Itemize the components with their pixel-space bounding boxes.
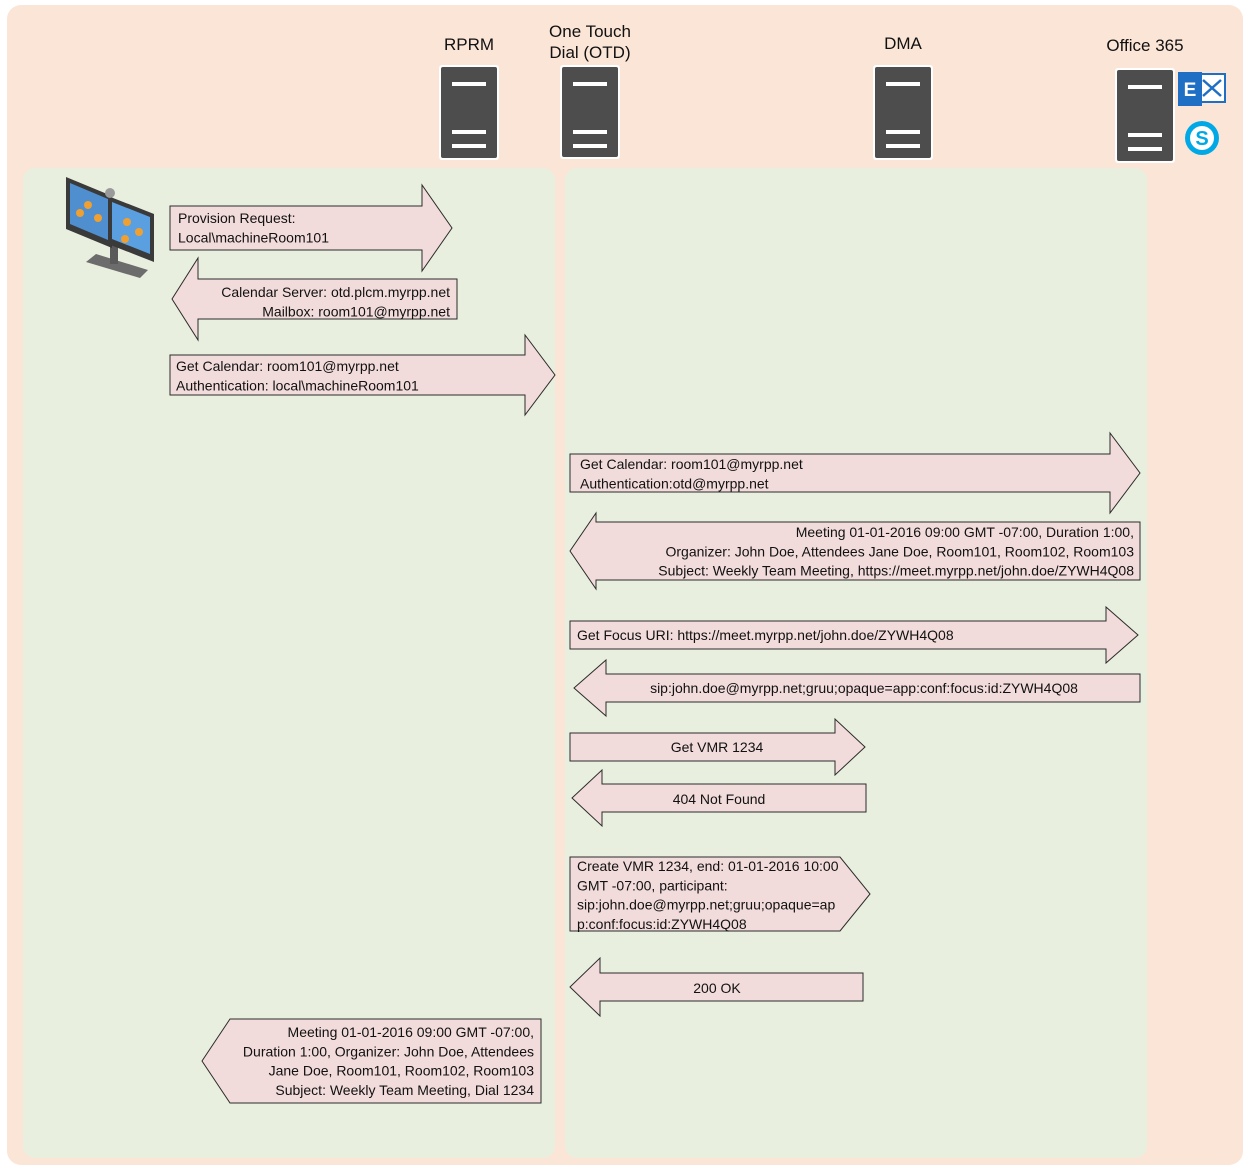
arrow-left-shape <box>201 1018 542 1104</box>
message-arrow: Meeting 01-01-2016 09:00 GMT -07:00, Dura… <box>201 1018 542 1104</box>
arrow-label-line: Mailbox: room101@myrpp.net <box>262 303 450 319</box>
arrow-label-line: Get Focus URI: https://meet.myrpp.net/jo… <box>577 627 954 643</box>
arrow-left-shape <box>573 658 1141 718</box>
arrow-label-line: Create VMR 1234, end: 01-01-2016 10:00 <box>577 858 839 874</box>
server-slot <box>886 130 920 134</box>
arrow-label-line: Get Calendar: room101@myrpp.net <box>580 456 803 472</box>
arrow-label-line: Get VMR 1234 <box>671 739 764 755</box>
server-label: One Touch <box>549 22 631 41</box>
arrow-right-shape <box>569 605 1139 665</box>
message-arrow: Create VMR 1234, end: 01-01-2016 10:00GM… <box>569 856 871 932</box>
server-label: DMA <box>884 34 922 53</box>
message-arrow: Provision Request: Local\machineRoom101 <box>169 183 453 273</box>
arrow-right-shape <box>169 183 453 273</box>
message-arrow: 404 Not Found <box>571 768 867 828</box>
exchange-letter: E <box>1184 80 1197 101</box>
exchange-icon: E <box>1178 72 1226 106</box>
endpoint-rprm-panel <box>23 168 555 1158</box>
server-icon <box>562 67 618 157</box>
arrow-label-line: sip:john.doe@myrpp.net;gruu;opaque=app:c… <box>650 680 1078 696</box>
server-slot <box>1128 85 1162 89</box>
arrow-right-shape <box>169 333 556 417</box>
server-icon <box>1117 70 1173 161</box>
arrow-right-shape <box>569 431 1141 515</box>
server-slot <box>886 82 920 86</box>
message-arrows: Provision Request: Local\machineRoom101Ca… <box>169 183 1141 1104</box>
arrow-left-shape <box>569 511 1141 591</box>
arrow-label-line: Authentication: local\machineRoom101 <box>176 377 419 393</box>
skype-icon: S <box>1185 121 1219 155</box>
server-icon <box>875 67 931 158</box>
server-label: RPRM <box>444 35 494 54</box>
arrow-label-line: sip:john.doe@myrpp.net;gruu;opaque=ap <box>577 897 835 913</box>
arrow-label-line: Subject: Weekly Team Meeting, https://me… <box>658 563 1134 579</box>
server-icon <box>441 67 497 158</box>
server-label: Office 365 <box>1106 36 1183 55</box>
message-arrow: Get Calendar: room101@myrpp.netAuthentic… <box>569 431 1141 515</box>
message-arrow: sip:john.doe@myrpp.net;gruu;opaque=app:c… <box>573 658 1141 718</box>
arrow-label-line: p:conf:focus:id:ZYWH4Q08 <box>577 916 747 932</box>
arrow-label-line: 404 Not Found <box>673 791 766 807</box>
arrow-label-line: Authentication:otd@myrpp.net <box>580 475 769 491</box>
server-slot <box>886 144 920 148</box>
message-arrow: 200 OK <box>569 956 864 1018</box>
arrow-label-line: Organizer: John Doe, Attendees Jane Doe,… <box>665 543 1134 559</box>
video-endpoint <box>66 177 154 278</box>
server-slot <box>573 144 607 148</box>
server-slot <box>1128 133 1162 137</box>
message-arrow: Meeting 01-01-2016 09:00 GMT -07:00, Dur… <box>569 511 1141 591</box>
arrow-label-line: Meeting 01-01-2016 09:00 GMT -07:00, <box>288 1024 534 1040</box>
server-label: Dial (OTD) <box>549 43 630 62</box>
arrow-label-line: Duration 1:00, Organizer: John Doe, Atte… <box>243 1043 534 1059</box>
server-slot <box>452 82 486 86</box>
arrow-right-shape <box>569 717 866 777</box>
message-arrow: Calendar Server: otd.plcm.myrpp.netMailb… <box>171 256 458 342</box>
server-slot <box>452 144 486 148</box>
arrow-label-line: Get Calendar: room101@myrpp.net <box>176 358 399 374</box>
arrow-left-shape <box>569 956 864 1018</box>
message-arrow: Get VMR 1234 <box>569 717 866 777</box>
arrow-left-shape <box>571 768 867 828</box>
video-endpoint-icon <box>66 177 154 278</box>
message-arrow: Get Focus URI: https://meet.myrpp.net/jo… <box>569 605 1139 665</box>
server-slot <box>573 82 607 86</box>
arrow-label-line: Subject: Weekly Team Meeting, Dial 1234 <box>275 1082 534 1098</box>
server-rprm: RPRM <box>439 35 499 160</box>
otd-dma-office365-panel <box>565 168 1147 1158</box>
arrow-label-line: Calendar Server: otd.plcm.myrpp.net <box>221 284 450 300</box>
arrow-label-line: GMT -07:00, participant: <box>577 877 728 893</box>
arrow-label-line: Jane Doe, Room101, Room102, Room103 <box>269 1063 535 1079</box>
server-slot <box>1128 147 1162 151</box>
arrow-left-shape <box>171 256 458 342</box>
arrow-label-line: 200 OK <box>693 980 741 996</box>
server-slot <box>573 130 607 134</box>
server-dma: DMA <box>873 34 933 160</box>
skype-letter: S <box>1195 128 1208 150</box>
message-arrow: Get Calendar: room101@myrpp.netAuthentic… <box>169 333 556 417</box>
arrow-label-line: Local\machineRoom101 <box>178 229 329 245</box>
arrow-label-line: Meeting 01-01-2016 09:00 GMT -07:00, Dur… <box>796 524 1134 540</box>
arrow-right-shape <box>569 856 871 932</box>
arrow-label-line: Provision Request: <box>178 210 296 226</box>
server-slot <box>452 130 486 134</box>
